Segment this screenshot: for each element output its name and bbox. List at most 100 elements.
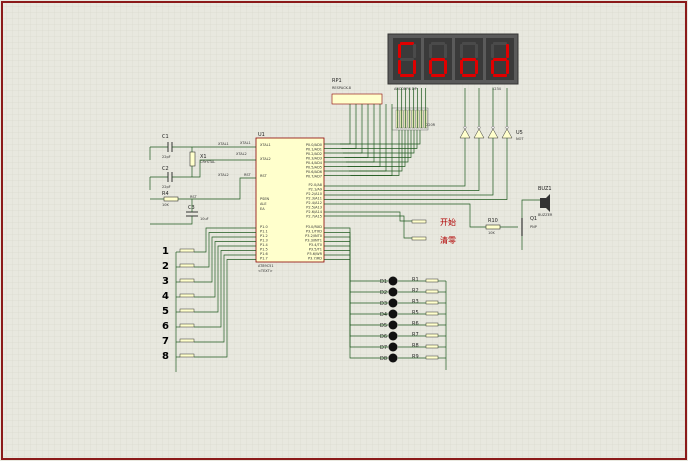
q1-value: PNP <box>530 225 537 229</box>
segment-3-f <box>460 44 463 58</box>
u1-subtext: <TEXT> <box>258 269 273 273</box>
pin-p0-7: P0.7/AD7 <box>306 175 322 179</box>
key-label-3: 3 <box>162 276 169 287</box>
key-label-6: 6 <box>162 321 169 332</box>
c2-ref: C2 <box>162 166 169 172</box>
pin-p0-4: P0.4/AD4 <box>306 161 323 165</box>
led-label-7: D7 <box>380 345 387 351</box>
x1-ref: X1 <box>200 154 207 160</box>
led-6 <box>388 331 398 341</box>
pin-xtal2: XTAL2 <box>260 157 271 161</box>
segment-2-a <box>431 42 445 45</box>
pin-p2-7: P2.7/A15 <box>306 215 322 219</box>
transistor-q1[interactable]: Q1 PNP <box>521 216 537 236</box>
key-button-2[interactable] <box>179 263 195 268</box>
led-resistor-7 <box>425 344 439 349</box>
pin-p3-5: P3.5/T1 <box>309 248 322 252</box>
key-label-7: 7 <box>162 336 169 347</box>
pin-p2-0: P2.0/A8 <box>309 183 322 187</box>
pin-p3-0: P3.0/RXD <box>306 225 323 229</box>
pin-p2-2: P2.2/A10 <box>306 192 322 196</box>
button-clear-label: 清零 <box>440 235 456 245</box>
led-7 <box>388 342 398 352</box>
segment-2-e <box>429 60 432 74</box>
u1-value: AT89C51 <box>258 264 274 268</box>
segment-3-b <box>475 44 478 58</box>
pin-p1-4: P1.4 <box>260 243 268 247</box>
display-digit-pins: 1234 <box>492 87 502 91</box>
key-button-6[interactable] <box>179 323 195 328</box>
mcu-u1[interactable]: U1 AT89C51 <TEXT> XTAL1 XTAL2 RST PSEN A… <box>255 132 325 273</box>
segment-1-d <box>400 74 414 77</box>
led-resistor-label-6: R7 <box>412 332 419 338</box>
led-5 <box>388 320 398 330</box>
led-resistor-label-2: R2 <box>412 288 419 294</box>
net-label-xtal2: XTAL2 <box>218 173 229 177</box>
q1-ref: Q1 <box>530 216 537 222</box>
segment-2-c <box>444 60 447 74</box>
button-start[interactable]: 开始 <box>411 217 456 227</box>
key-button-5[interactable] <box>179 308 195 313</box>
key-button-1[interactable] <box>179 248 195 253</box>
segment-3-a <box>462 42 476 45</box>
pin-psen: PSEN <box>260 197 270 201</box>
segment-3-e <box>460 60 463 74</box>
segment-2-f <box>429 44 432 58</box>
led-8 <box>388 353 398 363</box>
pin-rst: RST <box>260 174 268 178</box>
led-resistor-2 <box>425 289 439 294</box>
segment-1-a <box>400 42 414 45</box>
segment-4-c <box>506 60 509 74</box>
pin-p0-5: P0.5/AD5 <box>306 166 322 170</box>
rp1-ref: RP1 <box>332 78 342 84</box>
led-resistor-label-4: R5 <box>412 310 419 316</box>
segment-4-g <box>493 58 507 61</box>
key-button-8[interactable] <box>179 353 195 358</box>
net-label-rst-u1: RST <box>244 173 252 177</box>
segment-3-d <box>462 74 476 77</box>
led-resistor-label-8: R9 <box>412 354 419 360</box>
segment-4-f <box>491 44 494 58</box>
led-label-4: D4 <box>380 312 387 318</box>
segment-3-c <box>475 60 478 74</box>
led-3 <box>388 298 398 308</box>
r10-value: 10K <box>488 231 495 235</box>
net-label-xtal1-u1: XTAL1 <box>240 141 251 145</box>
led-1 <box>388 276 398 286</box>
respack-rp1[interactable]: RP1 RESPACK-8 <box>331 78 383 105</box>
key-label-8: 8 <box>162 351 169 362</box>
segment-1-f <box>398 44 401 58</box>
led-resistor-6 <box>425 333 439 338</box>
button-clear[interactable]: 清零 <box>411 235 456 245</box>
led-resistor-8 <box>425 355 439 360</box>
segment-4-a <box>493 42 507 45</box>
key-button-7[interactable] <box>179 338 195 343</box>
led-resistor-label-5: R6 <box>412 321 419 327</box>
seven-segment-display: ABCDEFG DP 1234 <box>387 33 519 91</box>
pin-p1-5: P1.5 <box>260 248 268 252</box>
segment-1-c <box>413 60 416 74</box>
led-label-8: D8 <box>380 356 387 362</box>
pin-p2-3: P2.3/A11 <box>306 197 322 201</box>
pin-p1-7: P1.7 <box>260 257 268 261</box>
led-label-2: D2 <box>380 290 387 296</box>
u1-ref: U1 <box>258 132 265 138</box>
c1-ref: C1 <box>162 134 169 140</box>
led-4 <box>388 309 398 319</box>
key-button-4[interactable] <box>179 293 195 298</box>
pin-p0-2: P0.2/AD2 <box>306 152 322 156</box>
segment-4-b <box>506 44 509 58</box>
segment-2-g <box>431 58 445 61</box>
pin-p1-0: P1.0 <box>260 225 268 229</box>
key-button-3[interactable] <box>179 278 195 283</box>
pin-p0-1: P0.1/AD1 <box>306 148 322 152</box>
segment-1-e <box>398 60 401 74</box>
c2-value: 22pF <box>162 185 171 189</box>
buzzer-buz1[interactable]: BUZ1 BUZZER <box>538 186 553 217</box>
crystal-x1[interactable]: X1 CRYSTAL <box>189 151 215 167</box>
key-label-2: 2 <box>162 261 169 272</box>
key-label-1: 1 <box>162 246 169 257</box>
segment-2-b <box>444 44 447 58</box>
